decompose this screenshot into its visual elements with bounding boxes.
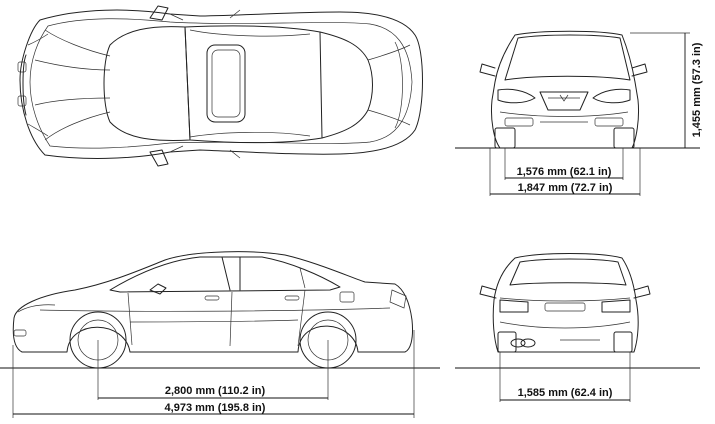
car-rear-view — [455, 253, 700, 369]
car-top-view — [17, 5, 423, 167]
front-track-label: 1,576 mm (62.1 in) — [517, 166, 612, 178]
overall-length-label: 4,973 mm (195.8 in) — [165, 402, 266, 414]
dimension-lines — [12, 32, 690, 418]
overall-height-label: 1,455 mm (57.3 in) — [691, 42, 703, 137]
overall-width-label: 1,847 mm (72.7 in) — [518, 182, 613, 194]
rear-track-label: 1,585 mm (62.4 in) — [518, 387, 613, 399]
car-side-view — [0, 251, 440, 369]
wheelbase-label: 2,800 mm (110.2 in) — [165, 385, 266, 397]
car-front-view — [455, 30, 700, 149]
